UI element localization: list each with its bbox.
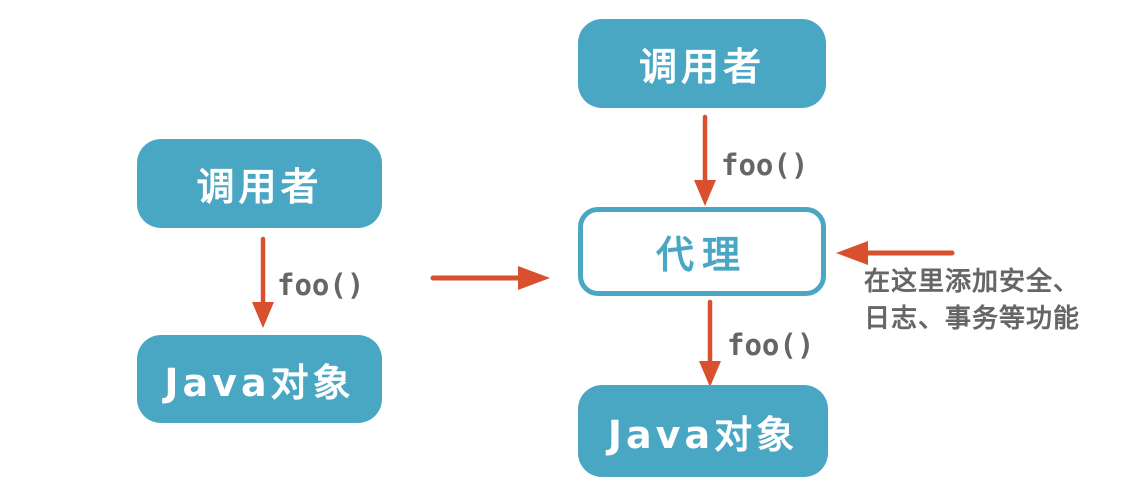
proxy-annotation: 在这里添加安全、 日志、事务等功能 [864, 264, 1080, 338]
proxy-java-object-box: Java对象 [578, 385, 828, 477]
left-arrow-icon [836, 241, 955, 265]
down-arrow-icon [252, 236, 274, 328]
direct-call-label: foo() [277, 268, 365, 302]
right-arrow-icon [430, 266, 550, 290]
proxy-box: 代理 [578, 207, 826, 296]
proxy-call-label: foo() [721, 148, 809, 182]
proxy-annotation-line2: 日志、事务等功能 [864, 304, 1081, 334]
direct-caller-box: 调用者 [137, 139, 382, 228]
down-arrow-icon [699, 299, 721, 387]
proxy-caller-label: 调用者 [638, 45, 765, 89]
proxy-java-object-label: Java对象 [607, 412, 799, 457]
proxy-caller-box: 调用者 [578, 19, 826, 108]
direct-java-object-label: Java对象 [164, 360, 355, 405]
direct-java-object-box: Java对象 [137, 335, 382, 423]
direct-caller-label: 调用者 [196, 165, 323, 209]
proxy-label: 代理 [655, 233, 748, 277]
down-arrow-icon [694, 114, 716, 206]
proxy-annotation-line1: 在这里添加安全、 [864, 267, 1081, 297]
proxy-to-target-call-label: foo() [727, 328, 815, 362]
